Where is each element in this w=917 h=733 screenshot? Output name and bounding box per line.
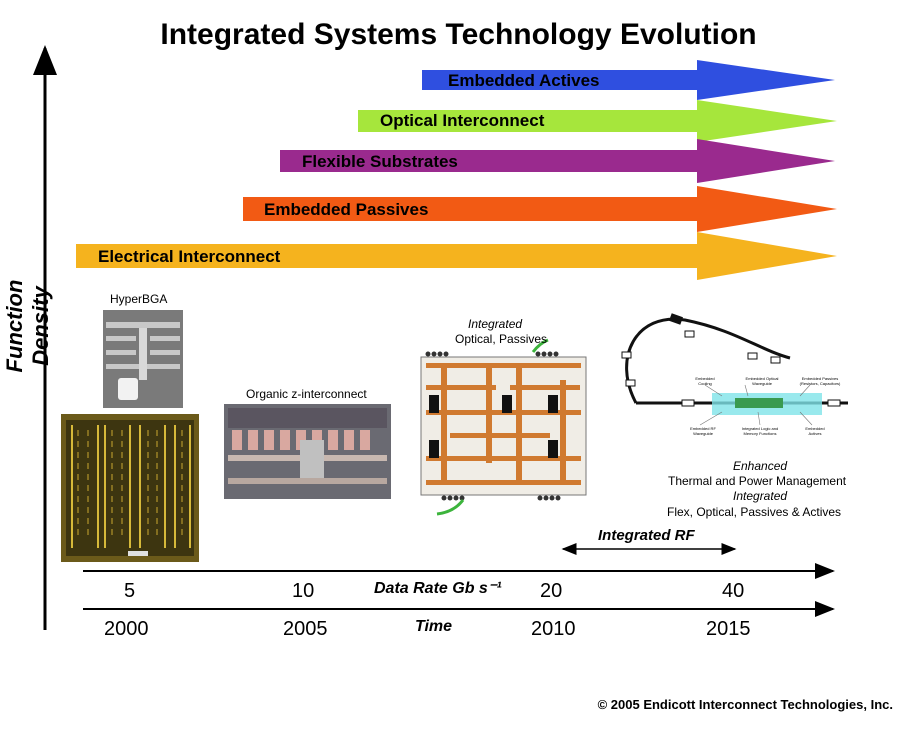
- label-embedded-actives: Embedded Actives: [448, 71, 600, 90]
- thermal-caption: Thermal and Power Management: [668, 474, 847, 488]
- flex-system-diagram: [621, 313, 848, 426]
- organic-z-caption: Organic z-interconnect: [246, 387, 367, 401]
- label-flexible-substrates: Flexible Substrates: [302, 152, 458, 171]
- integrated-caption-line1: Integrated: [468, 317, 523, 331]
- time-tick: 2010: [531, 618, 576, 640]
- copyright-notice: © 2005 Endicott Interconnect Technologie…: [597, 697, 893, 712]
- page-title: Integrated Systems Technology Evolution: [160, 18, 757, 51]
- arrow-electrical-interconnect: [76, 232, 837, 280]
- data-rate-tick: 5: [124, 580, 136, 602]
- flex-caption: Flex, Optical, Passives & Actives: [667, 505, 842, 519]
- flex-label-actives: Embedded Actives: [805, 426, 825, 436]
- organic-z-interconnect-photo: [224, 404, 391, 499]
- flex-label-rf: Embedded RF Waveguide: [690, 426, 716, 436]
- time-tick: 2005: [283, 618, 328, 640]
- arrow-embedded-actives: [422, 60, 835, 100]
- time-tick: 2015: [706, 618, 751, 640]
- enhanced-caption: Enhanced: [733, 459, 788, 473]
- hyperbga-photo: [103, 310, 183, 408]
- data-rate-tick: 10: [292, 580, 315, 602]
- integrated-optical-passives-cross-section: [420, 338, 587, 516]
- time-tick: 2000: [104, 618, 149, 640]
- arrow-flexible-substrates: [280, 139, 835, 183]
- flex-label-logic: Integrated Logic and Memory Functions: [741, 426, 779, 436]
- label-embedded-passives: Embedded Passives: [264, 200, 429, 219]
- label-electrical-interconnect: Electrical Interconnect: [98, 247, 281, 266]
- flex-label-optical: Embedded Optical Waveguide: [745, 376, 779, 386]
- flex-label-cooling: Embedded Cooling: [695, 376, 715, 386]
- integrated2-caption: Integrated: [733, 489, 788, 503]
- hyperbga-panel-photo: [61, 414, 199, 562]
- arrow-embedded-passives: [243, 186, 837, 232]
- data-rate-tick: 40: [722, 580, 745, 602]
- integrated-caption-line2: Optical, Passives: [455, 332, 548, 346]
- flex-label-passives: Embedded Passives (Resistors, Capacitors…: [799, 376, 841, 386]
- data-rate-tick: 20: [540, 580, 563, 602]
- integrated-rf-label: Integrated RF: [598, 527, 695, 544]
- arrow-optical-interconnect: [358, 100, 837, 142]
- hyperbga-caption: HyperBGA: [110, 292, 168, 306]
- label-optical-interconnect: Optical Interconnect: [380, 111, 545, 130]
- time-axis-title: Time: [415, 618, 453, 635]
- y-axis-label: Function Density: [2, 279, 53, 373]
- data-rate-axis-title: Data Rate Gb s⁻¹: [374, 580, 502, 597]
